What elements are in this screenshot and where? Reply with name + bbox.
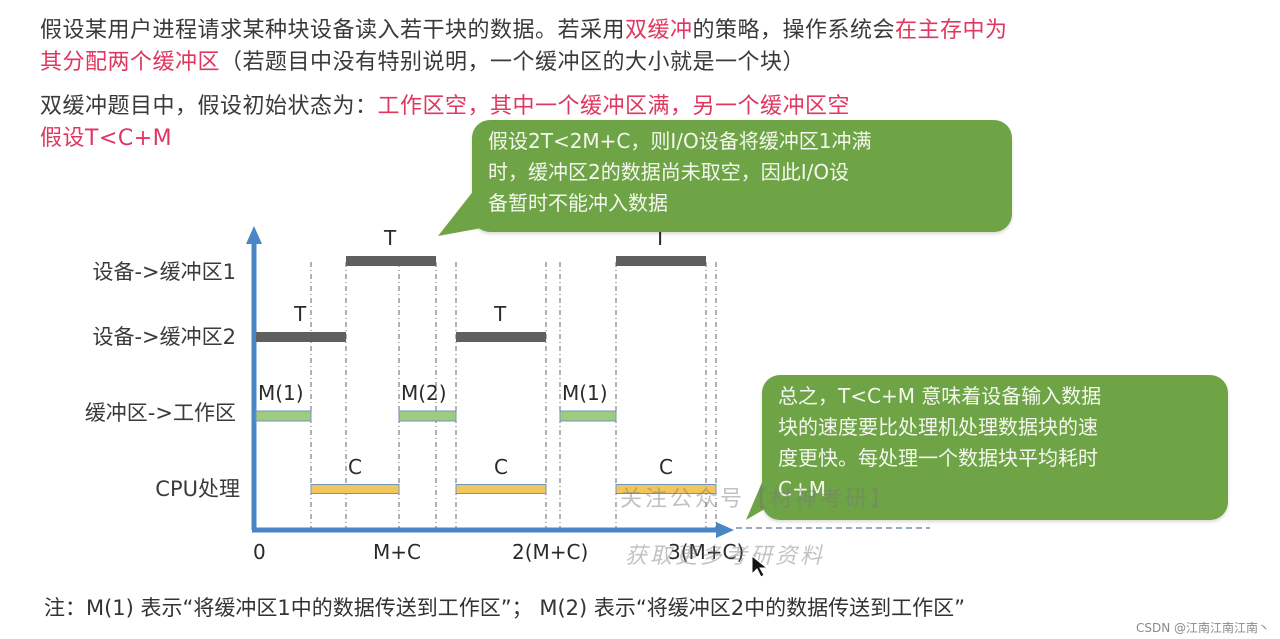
transfer-bar xyxy=(398,410,457,422)
cpu-bar xyxy=(310,484,400,494)
highlighted-text: 假设T<C+M xyxy=(40,126,173,151)
callout-right: 总之，T<C+M 意味着设备输入数据块的速度要比处理机处理数据块的速度更快。每处… xyxy=(762,375,1228,520)
text-segment: （若题目中没有特别说明，一个缓冲区的大小就是一个块） xyxy=(220,50,806,75)
callout-top-line: 假设2T<2M+C，则I/O设备将缓冲区1冲满 xyxy=(488,129,872,153)
watermark-follow: 关注公众号【材神考研】 xyxy=(620,487,896,512)
device-bar-label: T xyxy=(494,302,507,326)
row-label-buffer-workarea: 缓冲区->工作区 xyxy=(84,401,236,425)
transfer-bar-label: M(1) xyxy=(258,381,304,405)
highlighted-text: 工作区空，其中一个缓冲区满，另一个缓冲区空 xyxy=(377,94,851,119)
x-tick-0: 0 xyxy=(253,540,266,564)
callout-right-line: 总之，T<C+M 意味着设备输入数据 xyxy=(778,384,1102,408)
intro-line-2: 其分配两个缓冲区（若题目中没有特别说明，一个缓冲区的大小就是一个块） xyxy=(40,44,805,76)
x-tick-2m-plus-c: 2(M+C) xyxy=(512,540,589,564)
cpu-bar-label: C xyxy=(348,454,362,479)
condition-line: 假设T<C+M xyxy=(40,120,172,152)
cpu-bar xyxy=(615,484,717,494)
callout-right-line: 度更快。每处理一个数据块平均耗时 xyxy=(778,446,1098,470)
transfer-bar-label: M(1) xyxy=(562,381,608,405)
text-segment: 双缓冲题目中，假设初始状态为： xyxy=(40,94,378,119)
callout-top: 假设2T<2M+C，则I/O设备将缓冲区1冲满时，缓冲区2的数据尚未取空，因此I… xyxy=(472,120,1012,232)
watermark-get-materials: 获取更多考研资料 xyxy=(625,544,826,569)
highlighted-text: 双缓冲 xyxy=(625,18,693,43)
device-bar xyxy=(616,256,706,266)
cpu-bar-label: C xyxy=(659,454,673,479)
x-tick-3m-plus-c: 3(M+C) xyxy=(668,540,745,564)
x-tick-m-plus-c: M+C xyxy=(373,540,421,564)
cpu-bar xyxy=(455,484,547,494)
device-bar xyxy=(456,332,546,342)
callout-right-line: 块的速度要比处理机处理数据块的速 xyxy=(778,415,1098,439)
device-bar-label: T xyxy=(294,302,307,326)
transfer-bar xyxy=(559,410,617,422)
device-bar-label: T xyxy=(384,226,397,250)
x-axis-arrow-icon xyxy=(716,522,734,538)
device-bar xyxy=(346,256,436,266)
text-segment: 假设某用户进程请求某种块设备读入若干块的数据。若采用 xyxy=(40,18,626,43)
y-axis-arrow-icon xyxy=(246,226,262,244)
transfer-bar-label: M(2) xyxy=(401,381,447,405)
footer-note: 注：M(1) 表示“将缓冲区1中的数据传送到工作区”； M(2) 表示“将缓冲区… xyxy=(44,596,965,620)
intro-line-1: 假设某用户进程请求某种块设备读入若干块的数据。若采用双缓冲的策略，操作系统会在主… xyxy=(40,12,1008,44)
row-label-device-buffer2: 设备->缓冲区2 xyxy=(92,325,236,349)
row-label-device-buffer1: 设备->缓冲区1 xyxy=(92,260,236,284)
cpu-bar-label: C xyxy=(494,454,508,479)
assumption-line: 双缓冲题目中，假设初始状态为：工作区空，其中一个缓冲区满，另一个缓冲区空 xyxy=(40,88,850,120)
callout-top-line: 时，缓冲区2的数据尚未取空，因此I/O设 xyxy=(488,160,850,184)
device-bar-label: T xyxy=(654,226,667,250)
csdn-credit: CSDN @江南江南江南丶 xyxy=(1136,621,1271,635)
highlighted-text: 在主存中为 xyxy=(895,18,1008,43)
row-label-cpu: CPU处理 xyxy=(155,477,240,501)
callout-right-line: C+M xyxy=(778,477,826,501)
callout-top-line: 备暂时不能冲入数据 xyxy=(488,191,668,215)
highlighted-text: 其分配两个缓冲区 xyxy=(40,50,221,75)
transfer-bar xyxy=(255,410,312,422)
device-bar xyxy=(256,332,346,342)
text-segment: 的策略，操作系统会 xyxy=(692,18,896,43)
